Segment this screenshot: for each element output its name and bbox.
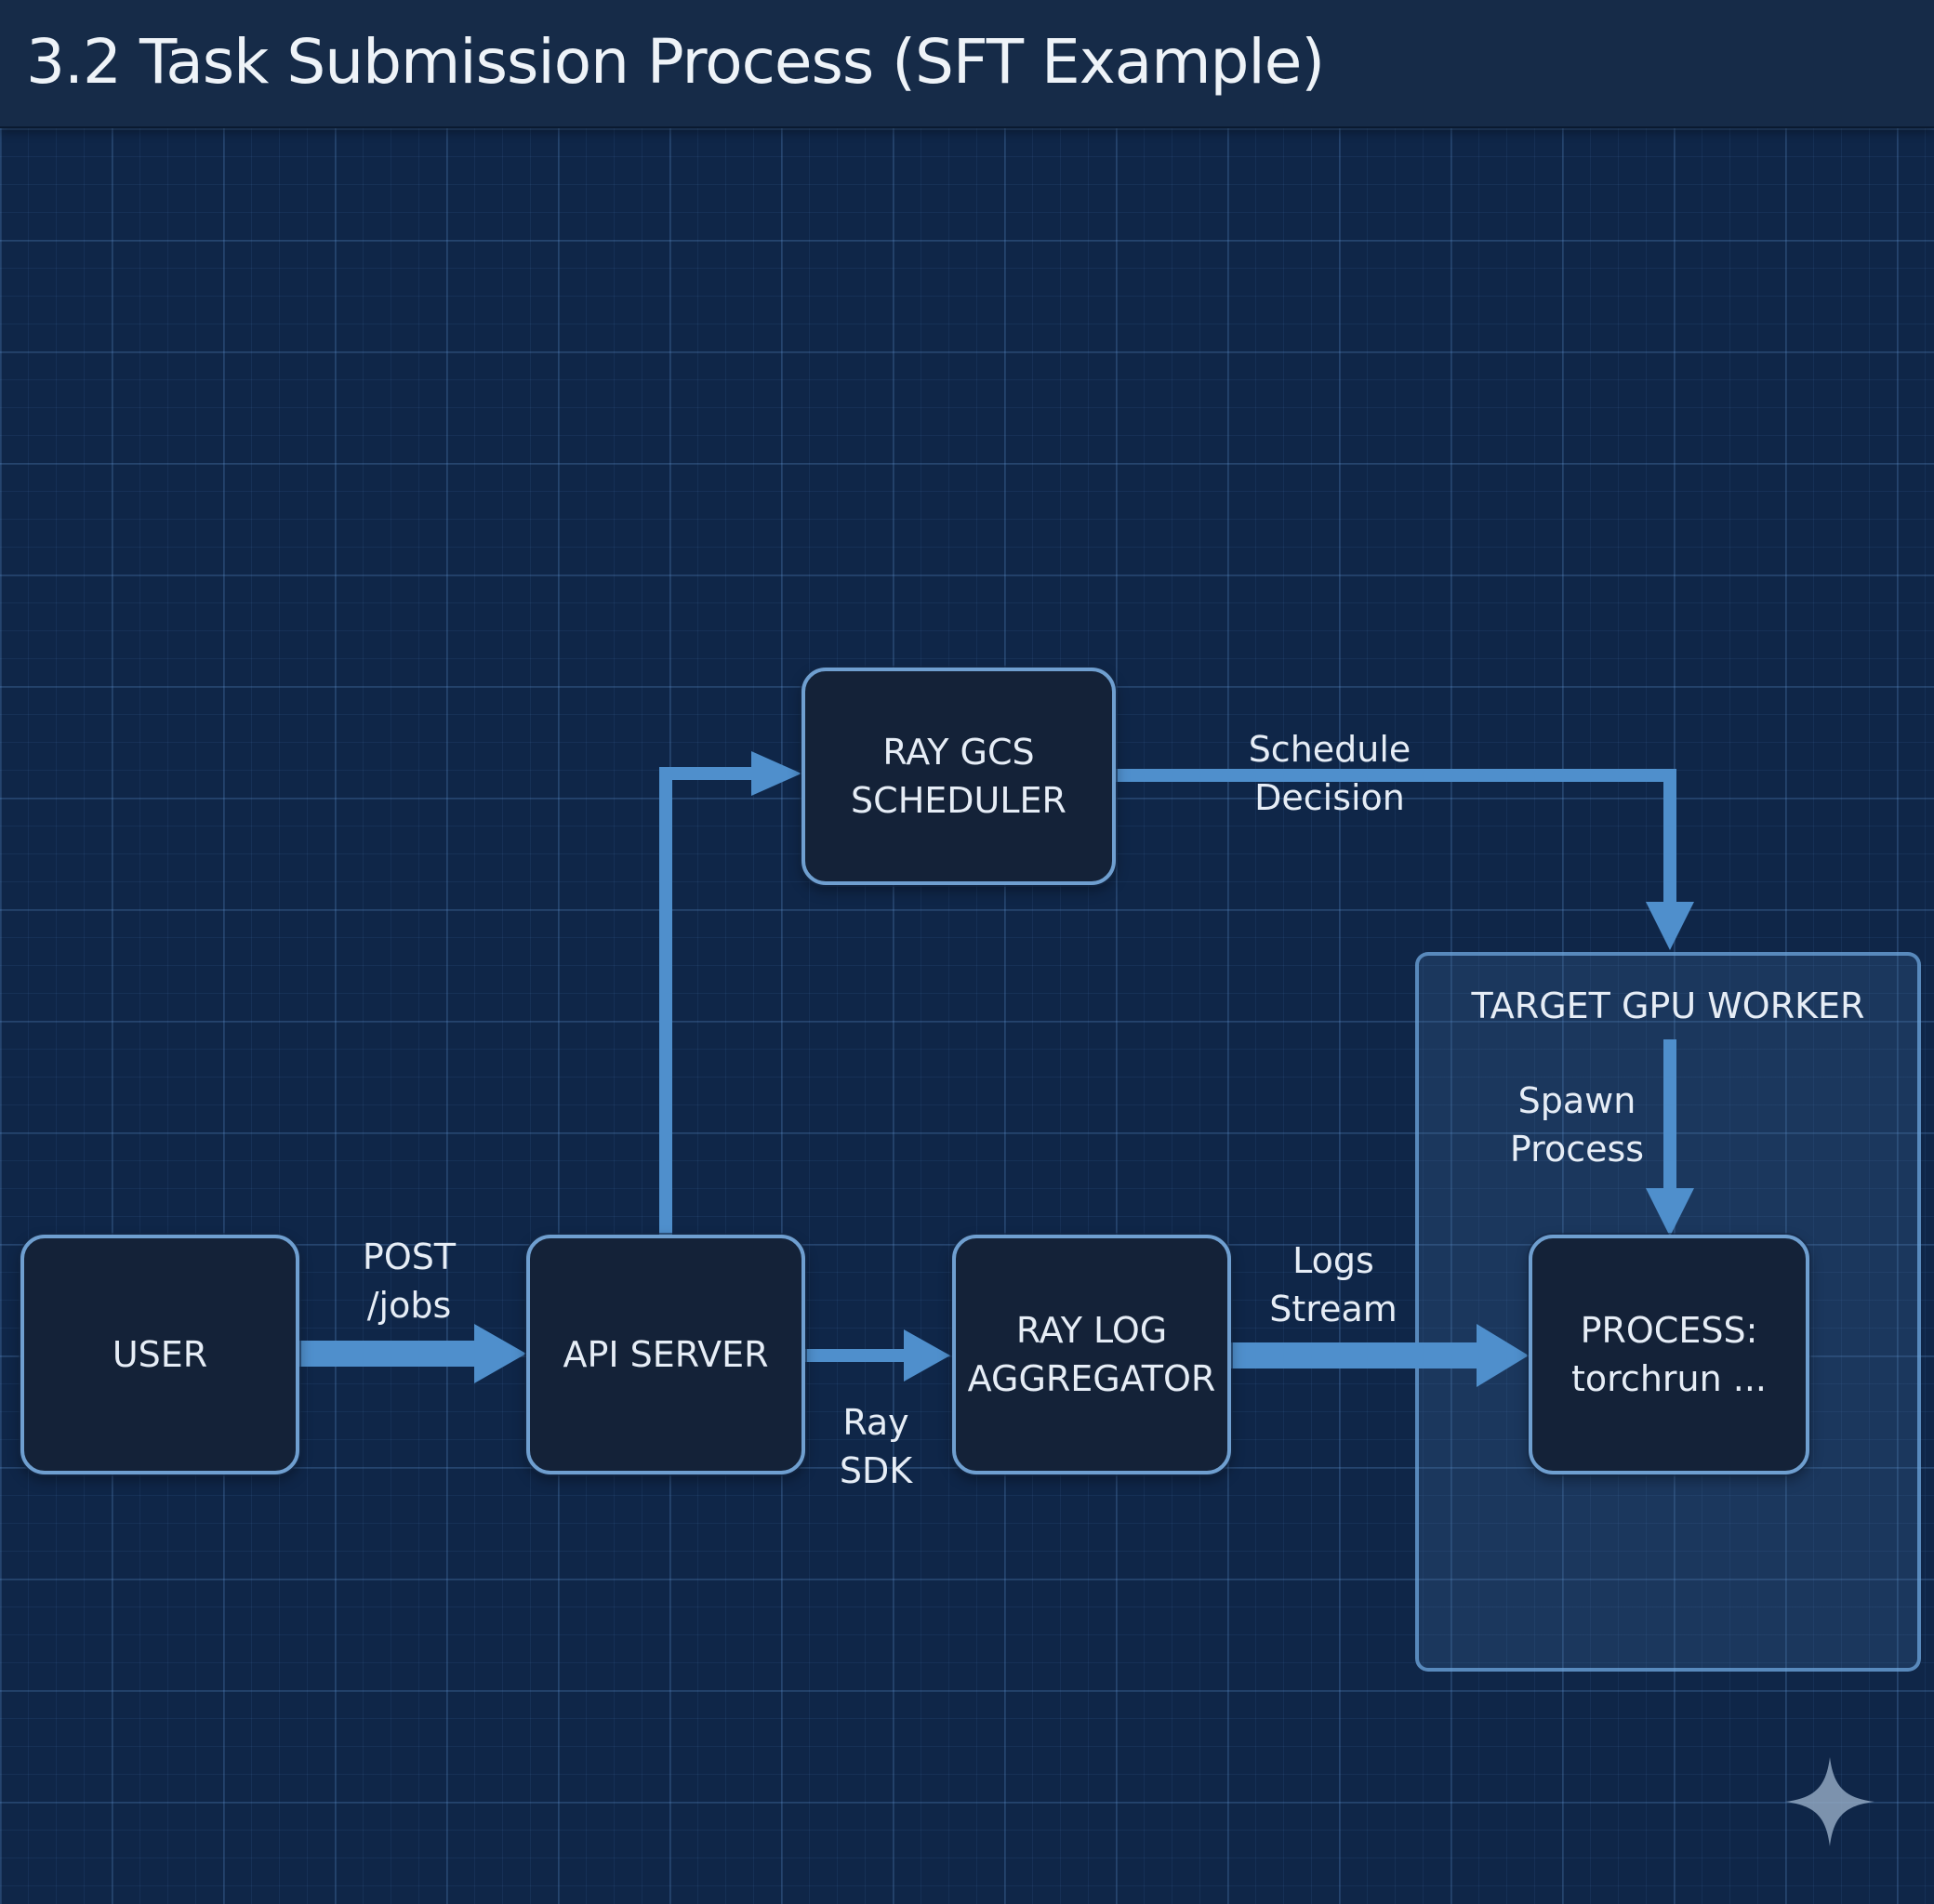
arrow-schedule-decision	[1116, 769, 1694, 950]
process-node: PROCESS: torchrun ...	[1529, 1235, 1809, 1474]
page-title: 3.2 Task Submission Process (SFT Example…	[26, 26, 1325, 98]
ray-gcs-scheduler-node: RAY GCS SCHEDULER	[801, 668, 1116, 885]
sparkle-icon	[1785, 1757, 1874, 1846]
arrow-logs-stream	[1231, 1324, 1529, 1387]
user-node: USER	[20, 1235, 299, 1474]
ray-log-aggregator-node: RAY LOG AGGREGATOR	[952, 1235, 1231, 1474]
spawn-process-label: Spawn Process	[1509, 1080, 1645, 1170]
ray-sdk-label: Ray SDK	[839, 1402, 913, 1491]
schedule-decision-label: Schedule Decision	[1248, 729, 1411, 818]
arrow-api-to-scheduler	[659, 751, 801, 1236]
logs-stream-label: Logs Stream	[1269, 1240, 1398, 1329]
arrow-post-jobs	[298, 1324, 526, 1383]
arrow-spawn-process	[1646, 1039, 1694, 1236]
post-jobs-label: POST /jobs	[362, 1236, 457, 1326]
title-bar: 3.2 Task Submission Process (SFT Example…	[0, 0, 1934, 128]
api-server-node: API SERVER	[526, 1235, 805, 1474]
arrow-ray-sdk	[805, 1329, 950, 1382]
target-gpu-worker-label: TARGET GPU WORKER	[1471, 985, 1865, 1026]
